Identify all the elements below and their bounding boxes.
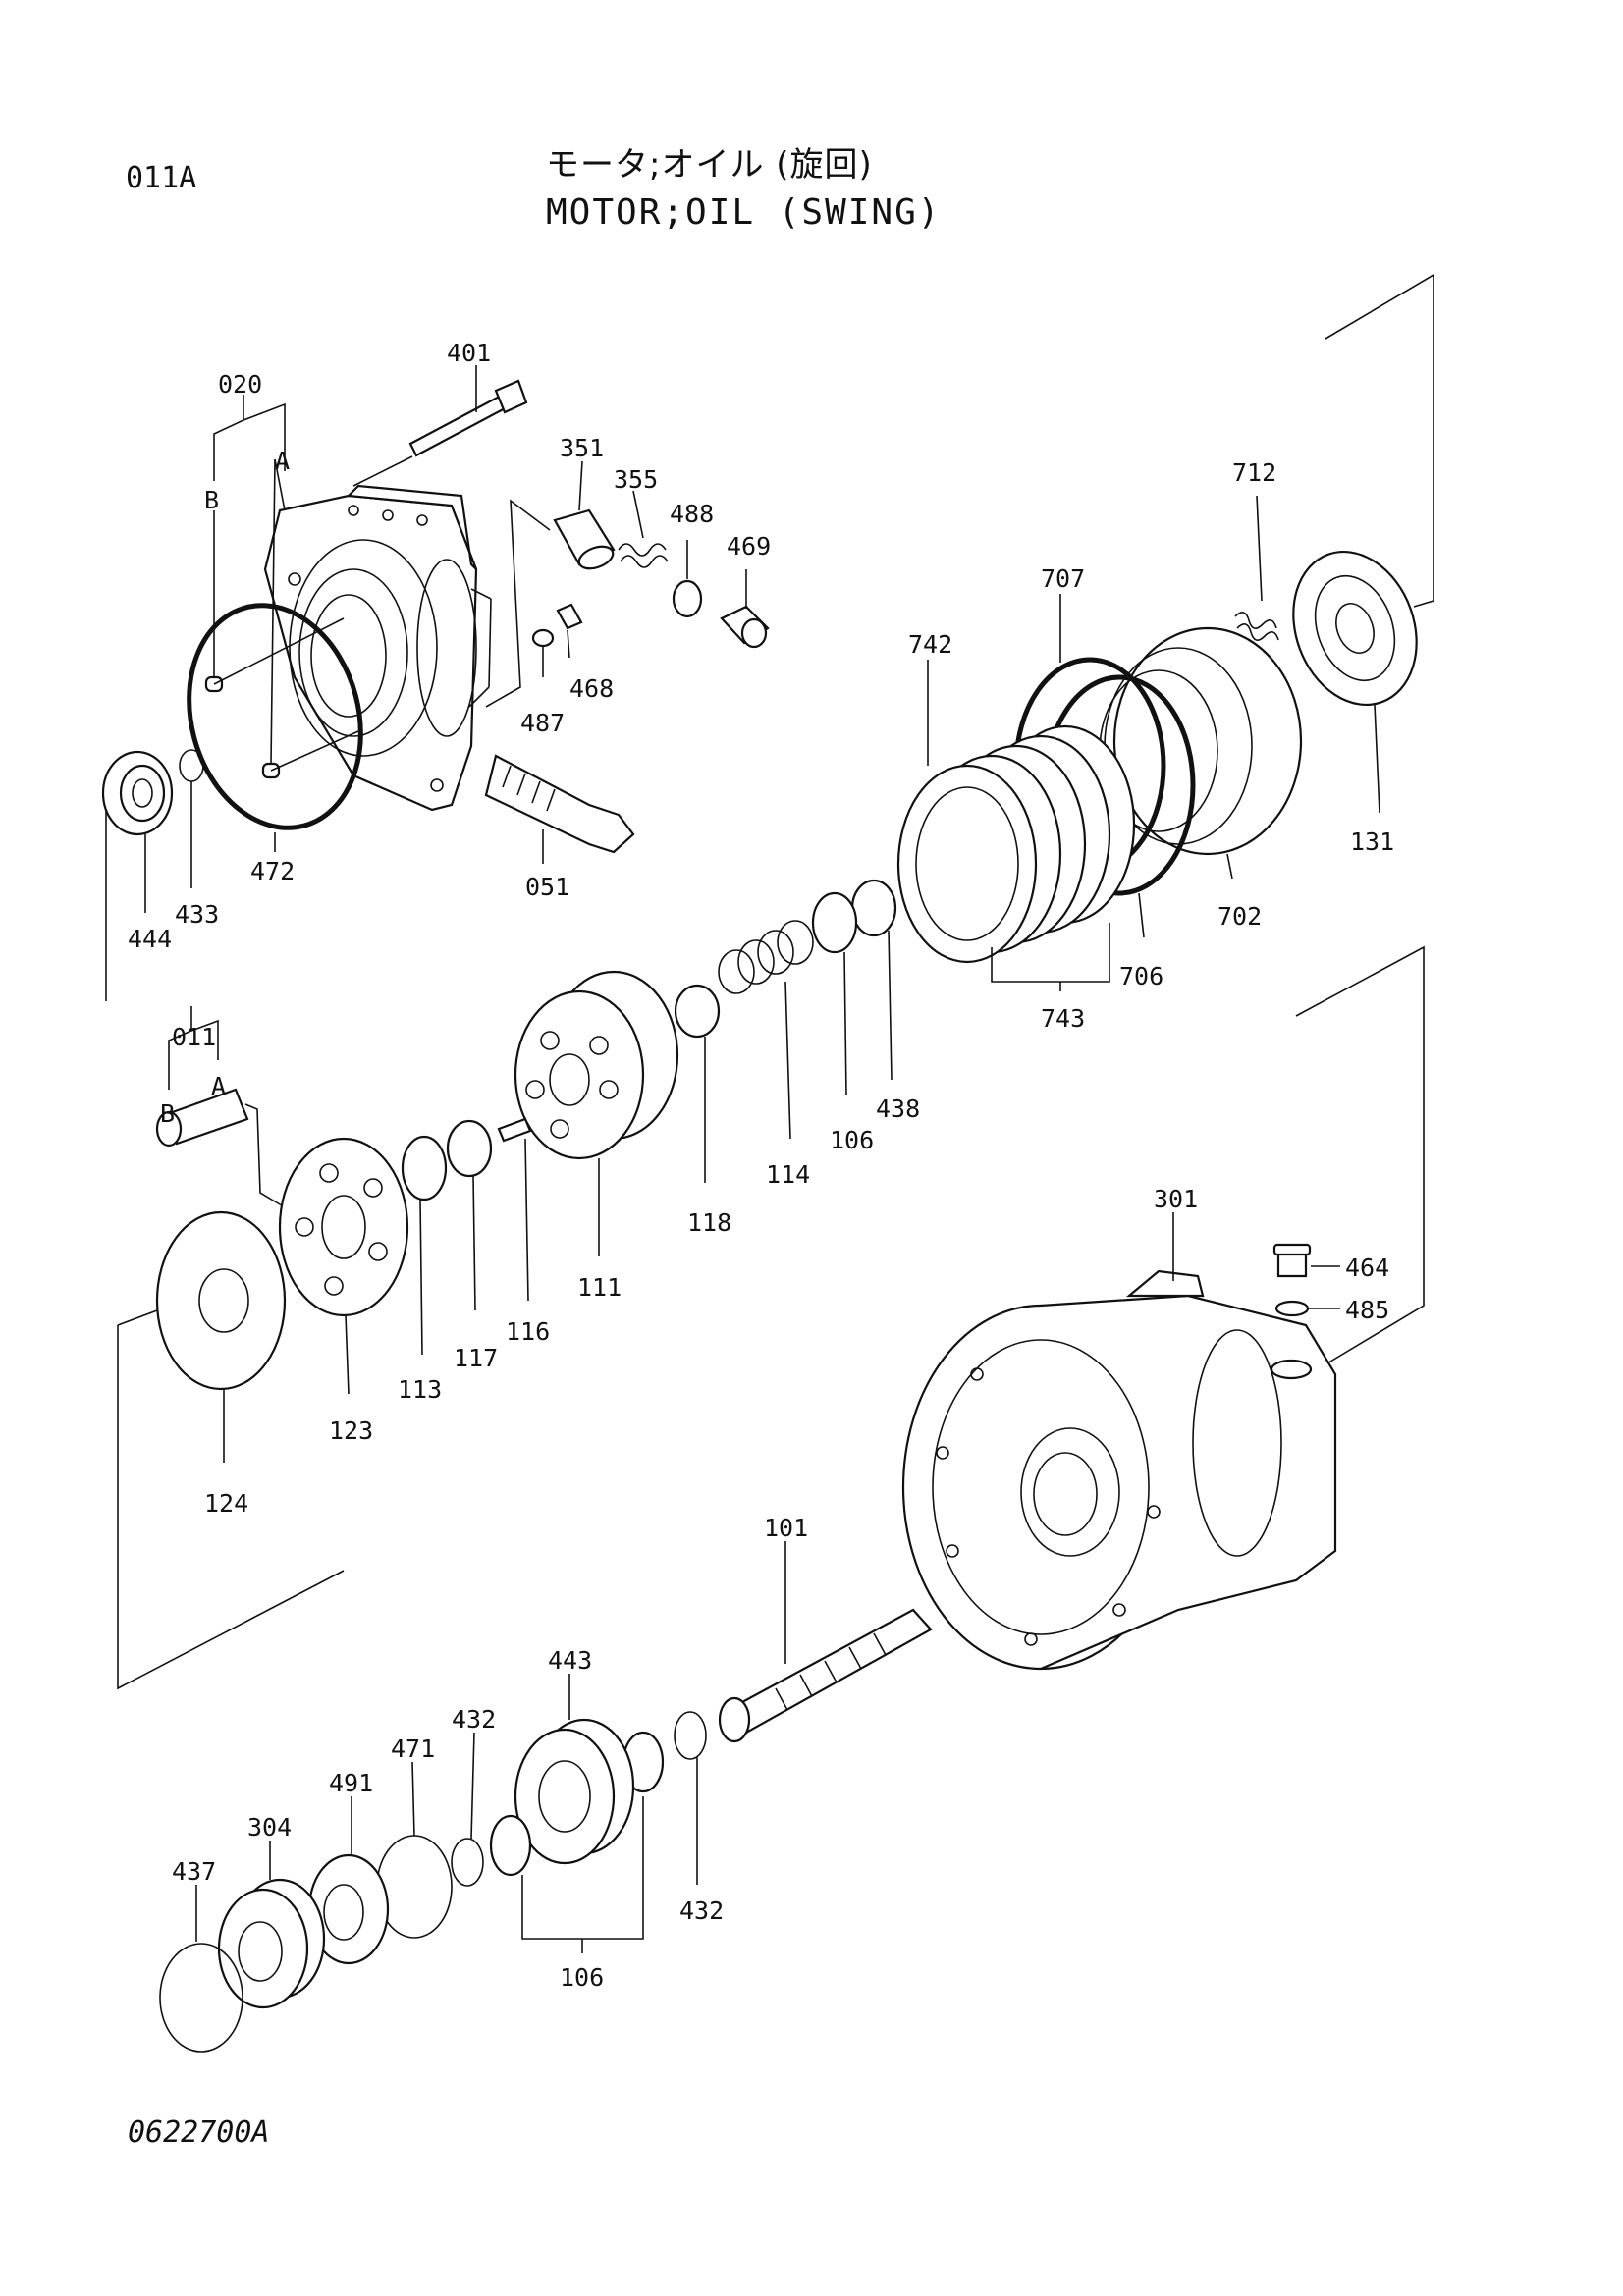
spring-114 [718,920,814,994]
label-712: 712 [1232,458,1276,487]
label-432-lower: 432 [679,1896,724,1925]
title-english: MOTOR;OIL (SWING) [546,192,942,233]
label-020-a: A [275,447,290,475]
label-464: 464 [1345,1254,1389,1282]
label-111: 111 [577,1273,622,1302]
bolt-401 [352,379,528,487]
label-706: 706 [1119,962,1163,990]
label-351: 351 [560,434,604,462]
label-432-upper: 432 [452,1705,496,1734]
o-ring-487 [531,628,555,648]
o-ring-471 [376,1835,453,1939]
label-118: 118 [687,1208,731,1237]
snap-ring-437 [159,1943,243,2053]
label-011-b: B [160,1099,175,1128]
label-468: 468 [569,674,614,703]
label-116: 116 [506,1317,550,1346]
bearing-444 [101,750,174,836]
pins-020 [204,458,359,779]
label-433: 433 [175,900,219,929]
pin-116 [497,1117,532,1143]
label-472: 472 [250,857,295,885]
spool-051 [484,754,635,854]
piston-011 [155,1088,286,1208]
cover-304 [217,1878,326,2009]
label-131: 131 [1350,828,1394,856]
label-488: 488 [670,500,714,528]
valve-plate-131 [1292,550,1418,707]
snap-ring-432-lower [451,1838,484,1887]
label-011-a: A [211,1072,226,1100]
valve-casing-020 [263,484,492,812]
plug-468 [531,603,583,648]
ring-433 [179,749,204,782]
bearing-443 [514,1718,635,1865]
o-ring-488 [672,579,703,618]
casing-301 [901,1269,1337,1671]
label-438: 438 [876,1095,920,1123]
label-020-b: B [204,486,219,514]
label-485: 485 [1345,1296,1389,1324]
label-707: 707 [1041,564,1085,593]
label-123: 123 [329,1416,373,1445]
collar-106 [811,891,858,954]
label-444: 444 [128,925,172,953]
label-742: 742 [908,630,952,659]
retainer-plate-123 [278,1137,409,1317]
shaft-101 [718,1608,933,1743]
label-437: 437 [172,1857,216,1886]
friction-plates-742-743 [896,724,1136,964]
part-labels: 401 020 A B 351 355 488 469 468 487 051 … [128,339,1394,1992]
label-114: 114 [766,1160,810,1189]
o-ring-472 [187,603,363,830]
snap-ring-432-upper [674,1711,707,1760]
label-124: 124 [204,1489,248,1518]
label-487: 487 [520,709,565,737]
label-304: 304 [247,1813,292,1842]
collar-106-lower-b [489,1814,532,1877]
drawing-number: 0622700A [128,2115,270,2150]
cylinder-block-111 [514,970,679,1160]
snap-ring-438 [850,879,897,937]
leader-lines [144,365,1380,1953]
label-743: 743 [1041,1004,1085,1033]
label-117: 117 [454,1344,498,1372]
plug-469 [720,605,770,649]
label-702: 702 [1217,902,1262,931]
label-020: 020 [218,370,262,399]
label-106-upper: 106 [830,1126,874,1154]
label-491: 491 [329,1769,373,1797]
label-443: 443 [548,1646,592,1675]
relief-valve-351 [485,499,616,708]
label-401: 401 [447,339,491,367]
label-469: 469 [727,532,771,561]
spring-712 [1234,612,1279,641]
label-051: 051 [525,873,569,901]
title-japanese: モータ;オイル (旋回) [546,145,873,185]
label-113: 113 [398,1375,442,1404]
plug-464 [1272,1243,1312,1278]
ring-117 [446,1119,493,1178]
label-301: 301 [1154,1185,1198,1213]
ring-485 [1274,1300,1310,1317]
ring-118 [674,984,721,1039]
swash-plate-124 [155,1210,287,1391]
page-code: 011A [126,161,197,195]
spherical-bush-113 [401,1135,448,1201]
label-011: 011 [172,1023,216,1051]
spring-355 [618,543,669,568]
label-101: 101 [764,1514,808,1542]
label-355: 355 [614,465,658,494]
label-106-lower: 106 [560,1963,604,1992]
label-471: 471 [391,1735,435,1763]
